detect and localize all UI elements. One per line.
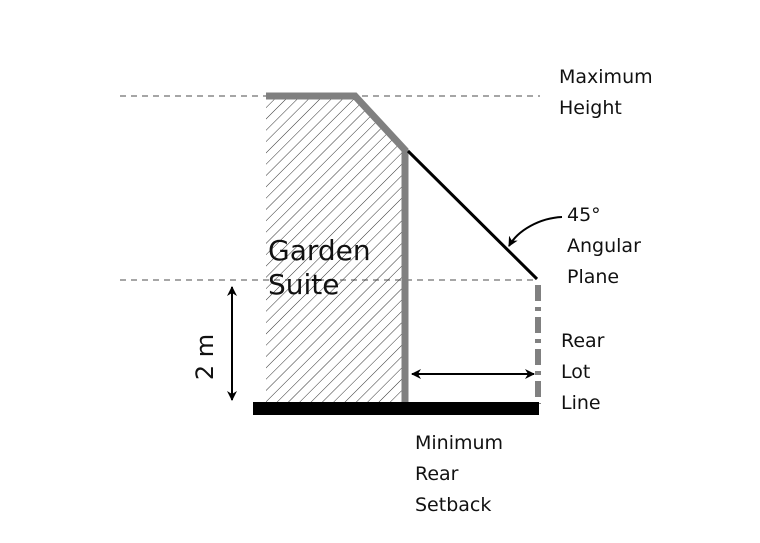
- angular-plane-pointer-arrow: [508, 216, 563, 247]
- building-hatch: [266, 96, 405, 404]
- building-outline: [266, 92, 409, 404]
- height-dimension-label: 2 m: [191, 333, 219, 381]
- angular-plane-line: [406, 149, 539, 281]
- ground-line: [253, 402, 539, 415]
